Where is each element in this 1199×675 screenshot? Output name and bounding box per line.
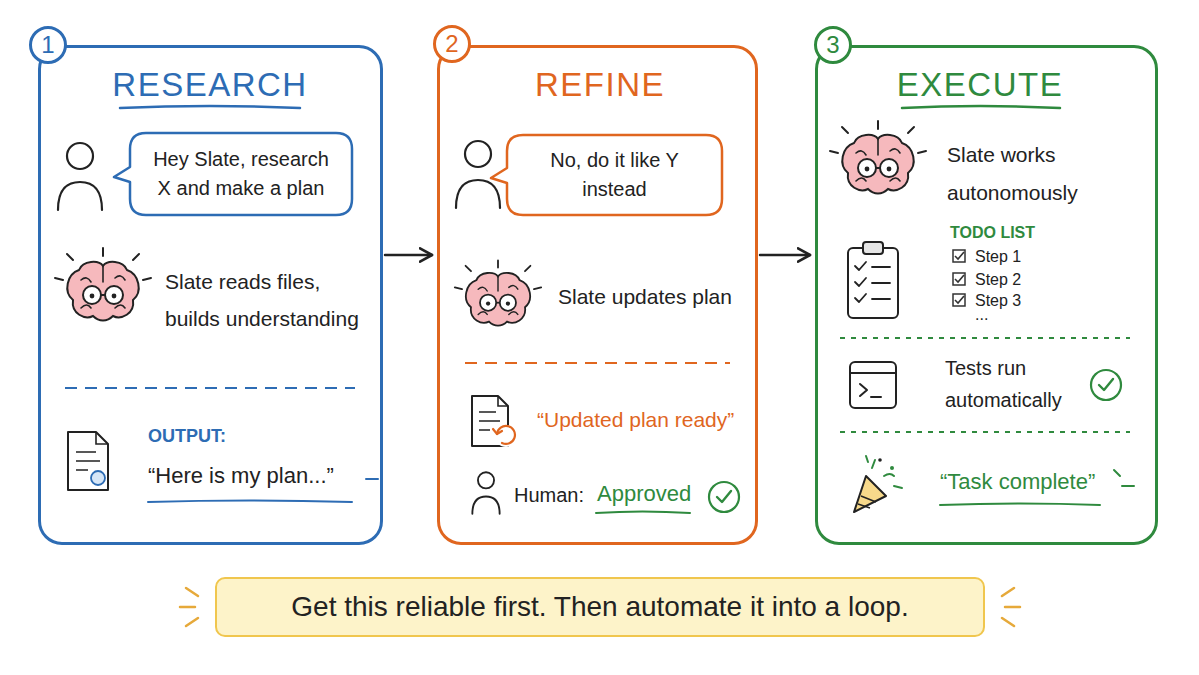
title-underline (902, 106, 1060, 108)
panel-text: “Here is my plan...” (148, 463, 383, 489)
check-mark (717, 491, 731, 502)
bubble-outline-path (114, 133, 352, 215)
document-seal (91, 471, 105, 485)
person-body (472, 496, 499, 513)
panel-text: TODO LIST (950, 223, 1070, 242)
stage-panel: EXECUTE Slate works autonomouslyTODO LIST… (815, 45, 1158, 545)
panel-title: REFINE (500, 65, 700, 105)
text-underline (940, 504, 1100, 506)
person-body (456, 180, 500, 208)
speech-bubble: No, do it like Y instead (507, 135, 722, 215)
confetti-dot (890, 466, 894, 470)
flow-arrow (760, 254, 810, 257)
refresh-backdrop (495, 425, 517, 447)
clipboard-checks (855, 262, 890, 302)
dotted-separator (840, 431, 1130, 433)
text-underline (596, 512, 690, 514)
refresh-arrow-head (493, 429, 502, 434)
checkbox (953, 250, 965, 262)
takeaway-banner: Get this reliable first. Then automate i… (215, 577, 985, 637)
stage-panel: REFINE Slate updates plan “Updated plan re… (437, 45, 758, 545)
banner-rays (1002, 588, 1020, 626)
panel-text: Step 1 (975, 247, 1055, 266)
checkbox (953, 273, 965, 285)
dashed-separator (465, 362, 730, 364)
stage-panel: RESEARCH Slate reads files, builds unders… (38, 45, 383, 545)
step-number-badge: 3 (814, 26, 852, 64)
brain-icon (455, 260, 541, 325)
title-underline (120, 106, 300, 108)
checkbox-tick (955, 296, 964, 303)
panel-text: OUTPUT: (148, 426, 298, 448)
speech-bubble: Hey Slate, research X and make a plan (130, 133, 352, 215)
document-icon (68, 432, 108, 490)
flow-arrow (385, 254, 432, 257)
terminal-icon (850, 362, 896, 408)
clipboard-clip (863, 242, 883, 254)
document-lines (76, 432, 108, 470)
panel-title: EXECUTE (875, 65, 1085, 105)
party-popper (854, 476, 886, 512)
panel-text: Slate works autonomously (947, 136, 1127, 212)
accent-dash (366, 478, 378, 480)
step-number-badge: 2 (433, 25, 471, 63)
person-head (67, 143, 93, 169)
text-underline (148, 501, 352, 503)
step-number-badge: 1 (29, 26, 67, 64)
panel-text: Step 2 (975, 270, 1055, 289)
check-circle (709, 482, 739, 512)
banner-text: Get this reliable first. Then automate i… (291, 590, 908, 624)
panel-text: “Updated plan ready” (537, 407, 752, 432)
banner-rays (180, 588, 198, 626)
panel-text: “Task complete” (940, 469, 1125, 495)
bubble-outline (507, 135, 722, 215)
panel-title: RESEARCH (100, 65, 320, 105)
person-head (465, 141, 491, 167)
terminal-prompt (850, 373, 896, 397)
document-icon (472, 396, 508, 446)
dotted-separator (840, 337, 1130, 339)
speech-text: Hey Slate, research X and make a plan (146, 145, 336, 203)
person-body (58, 182, 102, 210)
speech-text: No, do it like Y instead (530, 146, 700, 204)
document-lines (479, 396, 508, 430)
brain-icon (830, 121, 926, 194)
checkbox-tick (955, 252, 964, 259)
checkbox (953, 294, 965, 306)
panel-text: Human: (514, 483, 594, 507)
panel-text: Approved (597, 481, 707, 507)
step-number: 3 (826, 31, 839, 60)
clipboard-icon (848, 248, 898, 318)
check-circle (1091, 370, 1121, 400)
check-mark (1099, 379, 1113, 390)
bubble-outline-path (491, 135, 722, 215)
refresh-arrow (497, 426, 515, 444)
person-head (478, 472, 494, 488)
panel-text: Tests run automatically (945, 352, 1095, 416)
popper-stripes (858, 496, 876, 508)
confetti (866, 456, 902, 488)
step-number: 1 (41, 31, 54, 60)
panel-text: Slate updates plan (558, 284, 748, 309)
brain-icon (55, 248, 151, 321)
bubble-outline (130, 133, 352, 215)
panel-text: ... (975, 305, 1055, 324)
accent-dash (1114, 470, 1134, 486)
checkbox-tick (955, 275, 964, 282)
panel-text: Slate reads files, builds understanding (165, 264, 380, 338)
confetti-dot (878, 458, 882, 462)
dashed-separator (65, 387, 355, 389)
step-number: 2 (445, 30, 458, 59)
